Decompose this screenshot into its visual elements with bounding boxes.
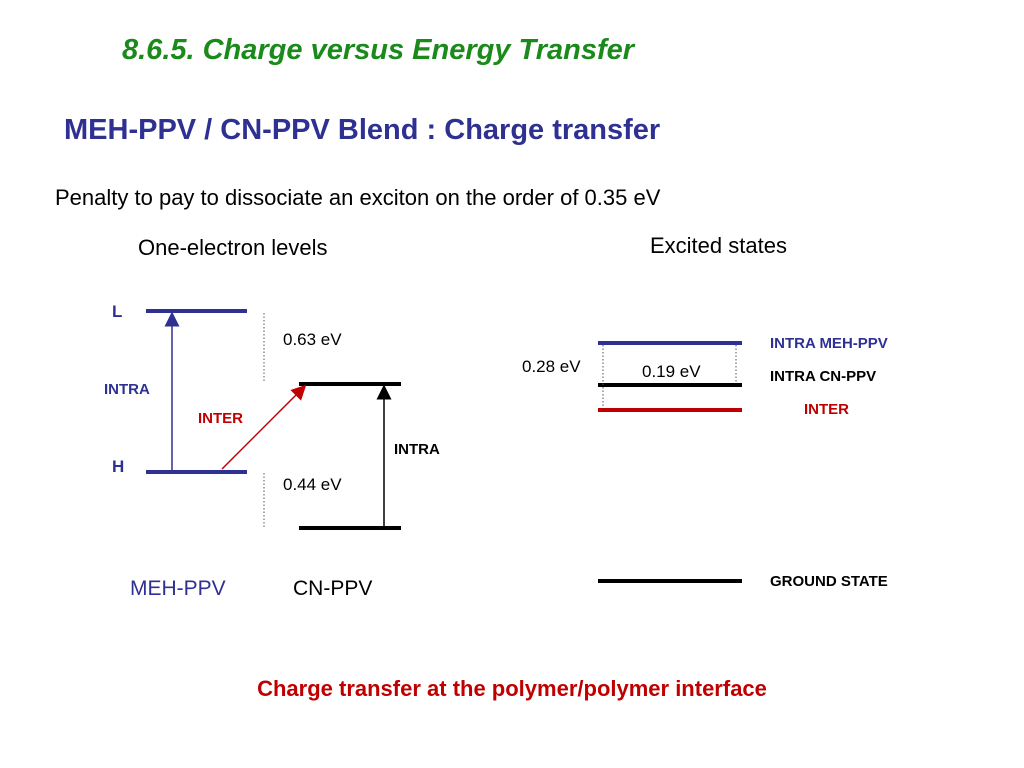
footer-caption: Charge transfer at the polymer/polymer i…: [257, 676, 767, 701]
intra-left-label: INTRA: [104, 381, 150, 398]
inter-arrow: [221, 384, 307, 470]
slide-heading: MEH-PPV / CN-PPV Blend : Charge transfer: [64, 114, 661, 146]
gap-top-label: 0.63 eV: [283, 330, 342, 349]
section-title: 8.6.5. Charge versus Energy Transfer: [122, 34, 635, 66]
excited-states-caption: Excited states: [650, 233, 787, 258]
state-inter-label: INTER: [804, 401, 849, 418]
gap-028-label: 0.28 eV: [522, 357, 581, 376]
polymer-meh-label: MEH-PPV: [130, 577, 226, 600]
level-h-label: H: [112, 457, 125, 476]
inter-label: INTER: [198, 410, 243, 427]
subtitle: Penalty to pay to dissociate an exciton …: [55, 185, 661, 210]
one-electron-caption: One-electron levels: [138, 235, 328, 260]
intra-right-label: INTRA: [394, 441, 440, 458]
level-l-label: L: [112, 302, 123, 321]
gap-bottom-label: 0.44 eV: [283, 475, 342, 494]
state-ground-label: GROUND STATE: [770, 573, 888, 590]
gap-019-label: 0.19 eV: [642, 362, 701, 381]
polymer-cn-label: CN-PPV: [293, 577, 373, 600]
state-intra-meh-label: INTRA MEH-PPV: [770, 335, 888, 352]
state-intra-cn-label: INTRA CN-PPV: [770, 368, 877, 385]
